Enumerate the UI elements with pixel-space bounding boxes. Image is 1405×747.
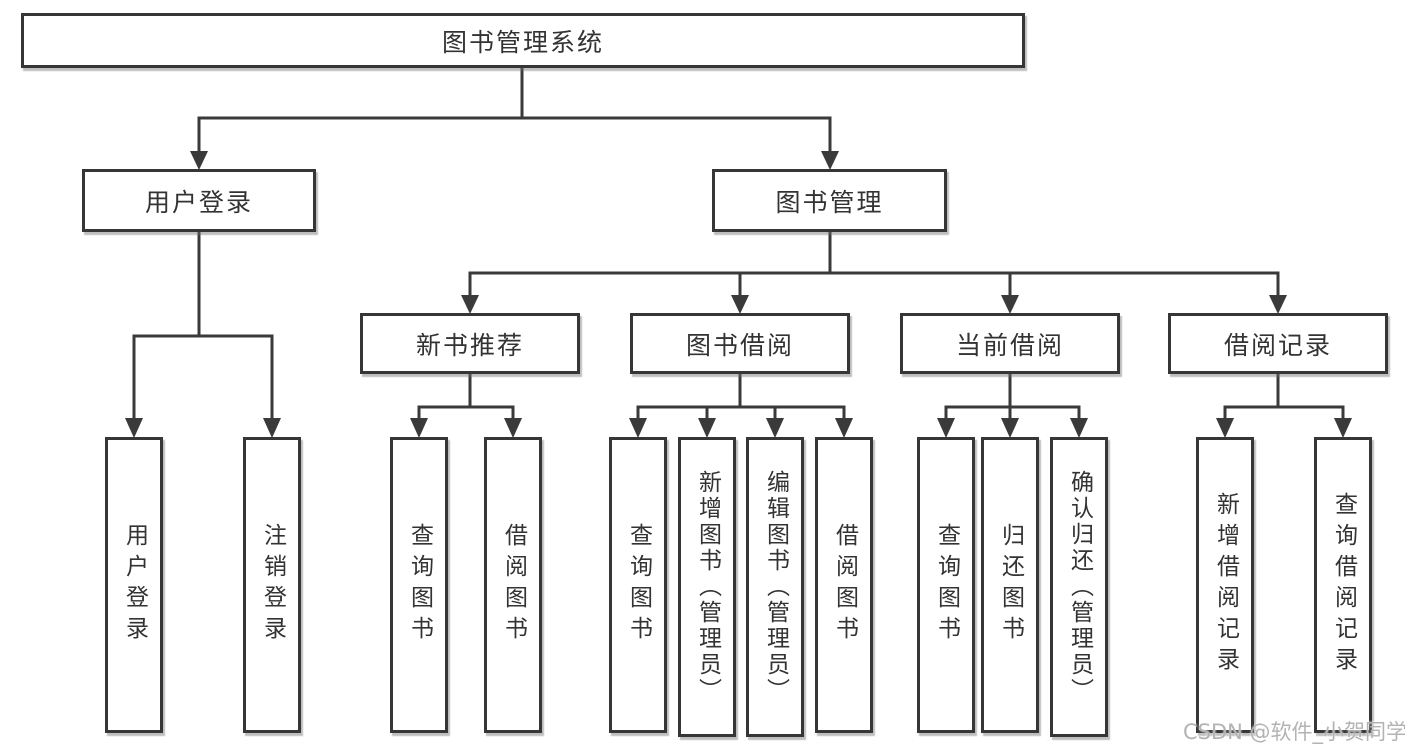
node-label: 新书推荐 <box>415 330 524 360</box>
leaf-borrow-books-recommend: 借阅图书 <box>484 437 542 733</box>
node-label: 图书借阅 <box>685 330 794 360</box>
node-label: 图书管理系统 <box>441 27 604 57</box>
leaf-label: 编辑图书（管理员） <box>762 470 789 704</box>
connector-borrow-records <box>1216 374 1352 438</box>
connector-book-management <box>461 231 1287 314</box>
leaf-label: 借阅图书 <box>500 523 527 647</box>
node-label: 借阅记录 <box>1223 330 1332 360</box>
leaf-edit-books-admin: 编辑图书（管理员） <box>746 437 804 737</box>
leaf-label: 借阅图书 <box>831 523 858 647</box>
node-current-borrow: 当前借阅 <box>900 313 1120 374</box>
connector-new-book-recommend <box>410 374 522 438</box>
leaf-return-books: 归还图书 <box>981 437 1039 733</box>
leaf-label: 确认归还（管理员） <box>1066 470 1093 704</box>
leaf-label: 查询图书 <box>406 523 433 647</box>
leaf-label: 注销登录 <box>259 523 286 647</box>
node-new-book-recommend: 新书推荐 <box>360 313 580 374</box>
node-label: 图书管理 <box>775 187 884 217</box>
csdn-watermark: CSDN @软件_小贺同学 <box>1183 720 1405 744</box>
node-book-borrow: 图书借阅 <box>630 313 850 374</box>
leaf-borrow-books: 借阅图书 <box>815 437 873 733</box>
connector-current-borrow <box>937 374 1088 438</box>
leaf-label: 新增借阅记录 <box>1212 492 1239 678</box>
leaf-query-borrow-record: 查询借阅记录 <box>1314 437 1372 733</box>
node-label: 用户登录 <box>144 187 253 217</box>
leaf-label: 查询图书 <box>625 523 652 647</box>
leaf-label: 新增图书（管理员） <box>694 470 721 704</box>
leaf-add-books-admin: 新增图书（管理员） <box>678 437 736 737</box>
leaf-user-login: 用户登录 <box>105 437 163 733</box>
leaf-label: 归还图书 <box>997 523 1024 647</box>
leaf-query-books-borrow: 查询图书 <box>609 437 667 733</box>
leaf-add-borrow-record: 新增借阅记录 <box>1196 437 1254 733</box>
connector-root <box>190 67 839 170</box>
leaf-logout: 注销登录 <box>243 437 301 733</box>
node-borrow-records: 借阅记录 <box>1168 313 1388 374</box>
leaf-query-books-current: 查询图书 <box>917 437 975 733</box>
leaf-label: 查询图书 <box>933 523 960 647</box>
connector-user-login <box>125 231 281 438</box>
leaf-query-books-recommend: 查询图书 <box>390 437 448 733</box>
node-book-management: 图书管理 <box>712 169 947 232</box>
connector-book-borrow <box>629 374 853 438</box>
leaf-label: 用户登录 <box>121 523 148 647</box>
leaf-confirm-return-admin: 确认归还（管理员） <box>1050 437 1108 737</box>
leaf-label: 查询借阅记录 <box>1330 492 1357 678</box>
node-root: 图书管理系统 <box>21 13 1025 68</box>
node-label: 当前借阅 <box>955 330 1064 360</box>
node-user-login: 用户登录 <box>82 169 316 232</box>
